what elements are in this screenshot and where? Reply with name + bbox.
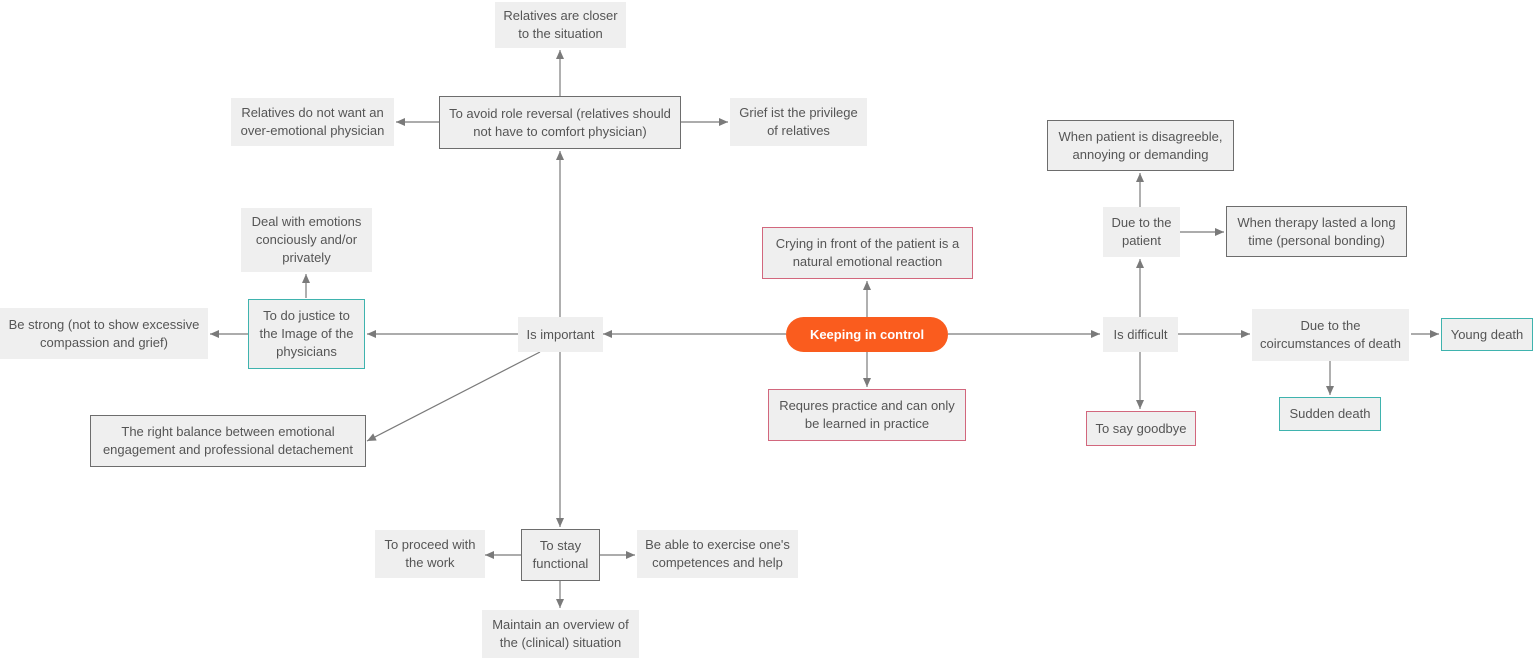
node-deal-emotions[interactable]: Deal with emotions conciously and/or pri… <box>241 208 372 272</box>
node-is-difficult[interactable]: Is difficult <box>1103 317 1178 352</box>
node-young-death[interactable]: Young death <box>1441 318 1533 351</box>
node-stay-functional[interactable]: To stay functional <box>521 529 600 581</box>
node-right-balance[interactable]: The right balance between emotional enga… <box>90 415 366 467</box>
node-circumstances[interactable]: Due to the coircumstances of death <box>1252 309 1409 361</box>
node-relatives-closer[interactable]: Relatives are closer to the situation <box>495 2 626 48</box>
node-say-goodbye[interactable]: To say goodbye <box>1086 411 1196 446</box>
node-keeping-in-control[interactable]: Keeping in control <box>786 317 948 352</box>
node-due-patient[interactable]: Due to the patient <box>1103 207 1180 257</box>
node-is-important[interactable]: Is important <box>518 317 603 352</box>
node-disagreeable[interactable]: When patient is disagreeble, annoying or… <box>1047 120 1234 171</box>
node-proceed-work[interactable]: To proceed with the work <box>375 530 485 578</box>
node-exercise-competences[interactable]: Be able to exercise one's competences an… <box>637 530 798 578</box>
node-grief-privilege[interactable]: Grief ist the privilege of relatives <box>730 98 867 146</box>
node-justice-image[interactable]: To do justice to the Image of the physic… <box>248 299 365 369</box>
node-practice[interactable]: Requres practice and can only be learned… <box>768 389 966 441</box>
node-therapy-long[interactable]: When therapy lasted a long time (persona… <box>1226 206 1407 257</box>
node-relatives-no-emotional[interactable]: Relatives do not want an over-emotional … <box>231 98 394 146</box>
node-crying[interactable]: Crying in front of the patient is a natu… <box>762 227 973 279</box>
node-maintain-overview[interactable]: Maintain an overview of the (clinical) s… <box>482 610 639 658</box>
edge-important-balance <box>366 351 541 442</box>
node-role-reversal[interactable]: To avoid role reversal (relatives should… <box>439 96 681 149</box>
node-sudden-death[interactable]: Sudden death <box>1279 397 1381 431</box>
node-be-strong[interactable]: Be strong (not to show excessive compass… <box>0 308 208 359</box>
